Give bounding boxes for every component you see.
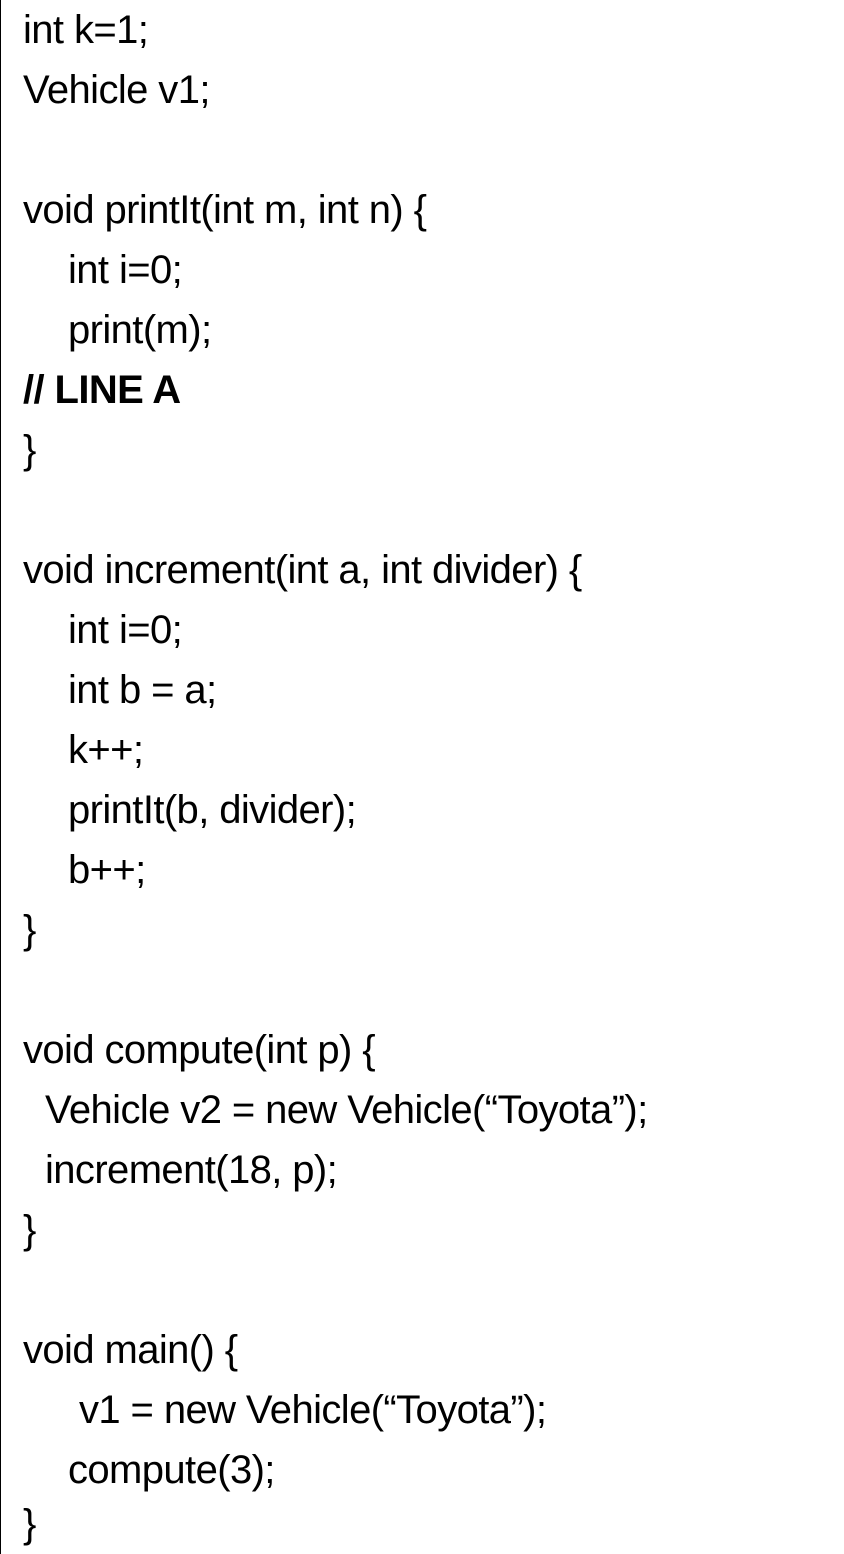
code-line-10: void increment(int a, int divider) { (23, 548, 582, 592)
line-a-comment: // LINE A (23, 368, 181, 412)
code-line-13: k++; (68, 728, 144, 772)
code-line-26: } (23, 1502, 36, 1546)
code-line-1: int k=1; (23, 8, 149, 52)
code-line-24: v1 = new Vehicle(“Toyota”); (79, 1388, 547, 1432)
code-line-15: b++; (68, 848, 146, 892)
code-line-8: } (23, 428, 36, 472)
code-line-16: } (23, 908, 36, 952)
code-line-12: int b = a; (68, 668, 217, 712)
code-line-2: Vehicle v1; (23, 68, 210, 112)
code-line-18: void compute(int p) { (23, 1028, 376, 1072)
code-line-21: } (23, 1208, 36, 1252)
code-line-6: print(m); (68, 308, 212, 352)
code-line-20: increment(18, p); (45, 1148, 338, 1192)
code-line-5: int i=0; (68, 248, 183, 292)
code-line-23: void main() { (23, 1328, 238, 1372)
code-line-25: compute(3); (68, 1448, 275, 1492)
code-line-11: int i=0; (68, 608, 183, 652)
code-line-14: printIt(b, divider); (68, 788, 357, 832)
code-line-4: void printIt(int m, int n) { (23, 188, 427, 232)
code-line-19: Vehicle v2 = new Vehicle(“Toyota”); (45, 1088, 648, 1132)
